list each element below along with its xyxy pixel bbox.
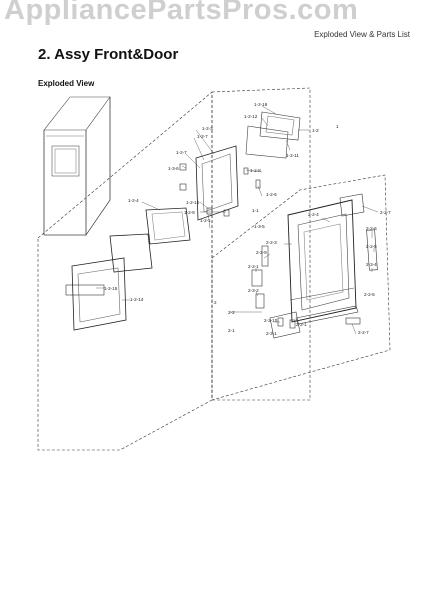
label-1-2-11: 1-2-11 (286, 153, 299, 158)
part-hinge-lower (179, 183, 187, 191)
label-2-2-8: 2-2-8 (366, 244, 377, 249)
part-sensor (251, 269, 263, 287)
part-inner-frame (245, 125, 289, 159)
label-1-2-1: 1-2-1 (200, 218, 211, 223)
label-2-2-1: 2-2-1 (248, 264, 259, 269)
part-door-glass (145, 207, 191, 245)
part-rear-panel (259, 111, 301, 141)
label-1-2-7-b: 1-2-7 (176, 150, 187, 155)
section-subtitle: Exploded View (38, 79, 95, 88)
group-outline-3 (211, 174, 391, 401)
page-title: 2. Assy Front&Door (38, 46, 179, 63)
group-outline-1 (211, 87, 311, 401)
group-outline-2 (37, 91, 213, 451)
part-door-frame (195, 145, 239, 221)
label-2-1: 2-1 (228, 328, 235, 333)
part-clip-3 (223, 209, 230, 217)
watermark: AppliancePartsPros.com (4, 0, 359, 26)
header-note: Exploded View & Parts List (314, 30, 410, 39)
label-2-2-7: 2-2-7 (380, 210, 391, 215)
label-1-2: 1-2 (312, 128, 319, 133)
part-bottom-rail (295, 305, 359, 325)
label-1-2-16: 1-2-16 (254, 102, 268, 107)
part-door-handle (65, 284, 105, 296)
part-hinge-upper (179, 163, 187, 171)
label-1-2-9: 1-2-9 (184, 210, 195, 215)
label-2-3-2: 2-3-2 (248, 288, 259, 293)
part-kick-panel (269, 311, 301, 339)
label-2-2-1-b: 2-2-1 (296, 322, 307, 327)
part-bracket-right (366, 229, 378, 271)
callout-labels: 1-2-16 1-2-12 1-2-11 1-2 1 1-2-3 1-2-7 1… (104, 102, 391, 336)
label-2: 2 (214, 300, 217, 305)
part-clip-2 (255, 179, 261, 189)
part-bracket-top (339, 193, 365, 217)
part-bracket-left (261, 245, 269, 267)
label-1-2-14: 1-2-14 (130, 297, 144, 302)
label-1-2-4: 1-2-4 (128, 198, 139, 203)
label-1-3-5: 1-3-5 (254, 224, 265, 229)
label-1-3-6: 1-3-6 (168, 166, 179, 171)
label-2-2-9: 2-2-9 (256, 250, 267, 255)
label-2-2-4: 2-2-4 (308, 212, 319, 217)
label-1-2-3: 1-2-3 (202, 126, 213, 131)
part-harness (255, 293, 265, 309)
label-2-2-5: 2-2-5 (364, 292, 375, 297)
label-1-2-10: 1-2-10 (186, 200, 200, 205)
dryer-thumbnail (43, 96, 111, 236)
label-2-2-6: 2-2-6 (366, 226, 377, 231)
label-2-2-7-b: 2-2-7 (358, 330, 369, 335)
part-clip-1 (243, 167, 249, 175)
label-2-2-3: 2-2-3 (266, 240, 277, 245)
label-1-2-12: 1-2-12 (244, 114, 258, 119)
label-2-3-4: 2-3-4 (366, 262, 377, 267)
label-1-2-6: 1-2-6 (266, 192, 277, 197)
label-1-1: 1-1 (252, 208, 259, 213)
part-outer-door (71, 257, 127, 331)
label-1-2-15: 1-2-15 (104, 286, 118, 291)
label-1-2-8: 1-2-8 (250, 168, 261, 173)
part-foot-2 (289, 319, 296, 329)
part-latch (206, 207, 213, 215)
label-1: 1 (336, 124, 339, 129)
part-front-panel (287, 199, 357, 323)
label-2-3-10: 2-3-10 (264, 318, 278, 323)
label-2-2: 2-2 (228, 310, 235, 315)
label-1-2-7: 1-2-7 (197, 134, 208, 139)
part-rail-end (345, 317, 361, 325)
label-2-3-1: 2-3-1 (266, 331, 277, 336)
leader-lines (96, 105, 379, 335)
part-inner-glass (109, 233, 153, 273)
